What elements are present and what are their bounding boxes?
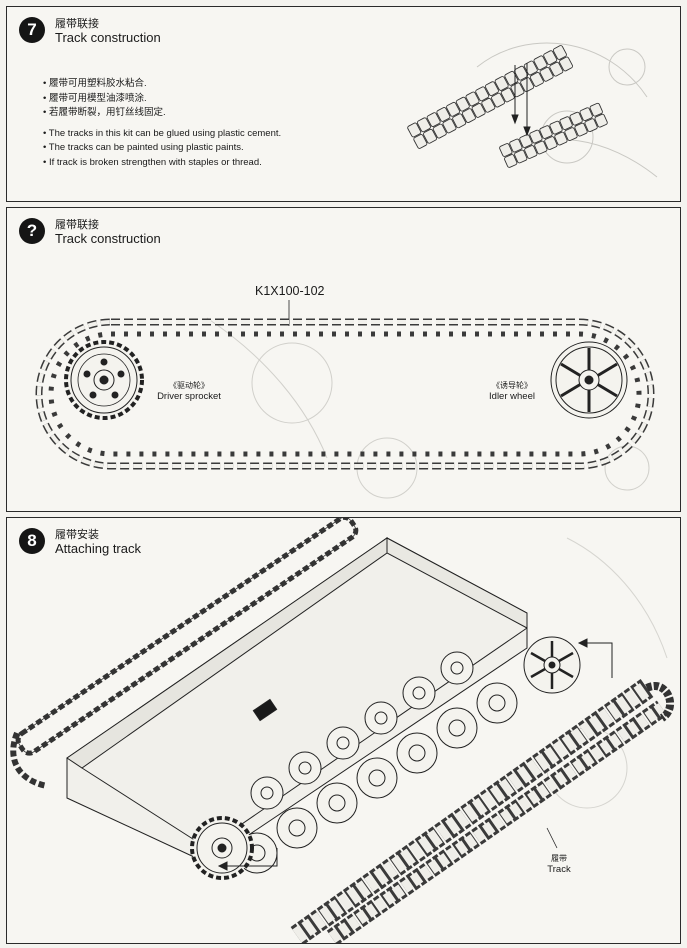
note-cn-2: • 履带可用模型油漆喷涂. xyxy=(43,92,147,104)
note-en-3: • If track is broken strengthen with sta… xyxy=(43,156,262,168)
step-7-panel: 7 履带联接 Track construction • 履带可用塑料胶水粘合. … xyxy=(6,6,681,202)
track-loop-diagram xyxy=(35,300,655,499)
note-en-1: • The tracks in this kit can be glued us… xyxy=(43,127,282,139)
track-label-cn: 履带 xyxy=(551,854,567,863)
step-title-en: Track construction xyxy=(55,231,161,246)
note-cn-1: • 履带可用塑料胶水粘合. xyxy=(43,78,147,89)
note-en-2: • The tracks can be painted using plasti… xyxy=(43,142,244,153)
track-link-illustration xyxy=(407,42,658,178)
assembly-notes: • 履带可用塑料胶水粘合. • 履带可用模型油漆喷涂. • 若履带断裂，用钉丝线… xyxy=(43,77,281,170)
step-title-en: Attaching track xyxy=(55,541,141,556)
step-number-badge: 7 xyxy=(19,17,45,43)
track-label-en: Track xyxy=(547,864,571,875)
step-number-badge: 8 xyxy=(19,528,45,554)
driver-sprocket-label: 《驱动轮》 Driver sprocket xyxy=(149,380,229,402)
idler-wheel-label: 《诱导轮》 Idler wheel xyxy=(477,380,547,402)
step-8-panel: 8 履带安装 Attaching track xyxy=(6,517,681,944)
step-number-badge: ? xyxy=(19,218,45,244)
driver-sprocket-label-cn: 《驱动轮》 xyxy=(169,381,209,390)
idler-wheel-label-en: Idler wheel xyxy=(489,391,535,402)
track-label: 履带 Track xyxy=(529,853,589,875)
step-title-cn: 履带联接 xyxy=(55,18,99,30)
step-title-cn: 履带安装 xyxy=(55,529,99,541)
part-number-label: K1X100-102 xyxy=(255,284,325,298)
step-track-loop-panel: ? 履带联接 Track construction xyxy=(6,207,681,512)
step-title-cn: 履带联接 xyxy=(55,219,99,231)
step-title-en: Track construction xyxy=(55,30,161,45)
driver-sprocket-label-en: Driver sprocket xyxy=(157,391,221,402)
note-cn-3: • 若履带断裂，用钉丝线固定. xyxy=(43,107,166,118)
hull-track-assembly-illustration xyxy=(10,518,675,943)
idler-wheel-label-cn: 《诱导轮》 xyxy=(492,381,532,390)
